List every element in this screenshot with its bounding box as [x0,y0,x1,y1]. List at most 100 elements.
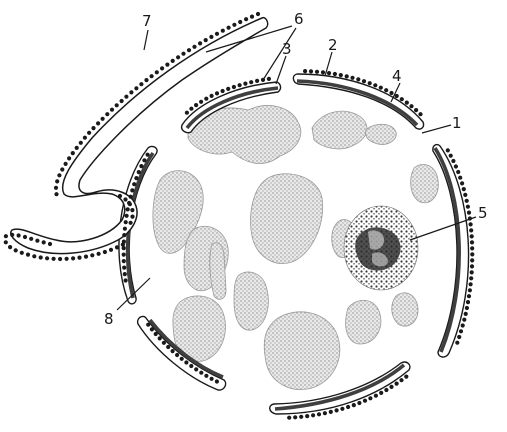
ribosome [180,357,184,361]
ribosome [129,195,133,199]
ribosome [122,240,126,244]
ribosome [90,253,94,257]
ribosome [303,69,307,73]
ribosome [8,245,12,249]
ribosome [122,259,126,263]
ribosome [175,353,179,357]
ribosome [150,74,154,78]
ribosome [39,255,43,259]
ribosome [189,107,193,111]
ribosome [77,256,81,260]
ribosome [14,248,18,252]
ribosome [395,94,399,98]
ribosome [470,240,474,244]
ribosome [454,164,458,168]
ribosome [287,416,291,420]
chromatin-clump [346,300,381,344]
ribosome [20,251,24,255]
ribosome [221,29,225,33]
ribosome [362,79,366,83]
ribosome [356,77,360,81]
ribosome [124,278,128,282]
nucleolus [344,206,418,290]
chromatin-clump [366,124,397,144]
chromatin-clump [234,272,268,330]
ribosome [120,99,124,103]
ribosome [446,148,450,152]
ribosome [299,415,303,419]
label-3: 3 [282,40,292,58]
ribosome [115,103,119,107]
ribosome [470,252,474,256]
label-7: 7 [142,12,152,30]
ribosome [244,17,248,21]
ribosome [4,234,8,238]
ribosome [238,20,242,24]
leader-7 [144,30,148,50]
label-5: 5 [478,204,488,222]
ribosome [122,253,126,257]
ribosome [368,81,372,85]
ribosome [335,408,339,412]
ribosome [470,234,474,238]
ribosome [124,95,128,99]
ribosome [267,77,271,81]
ribosome [232,23,236,27]
ribosome [449,154,453,158]
ribosome [469,282,473,286]
ribosome [389,385,393,389]
ribosome [48,242,52,246]
ribosome [374,394,378,398]
ribosome [329,410,333,414]
ribosome [123,227,127,231]
ribosome [109,248,113,252]
ribosome [321,70,325,74]
ribosome [466,300,470,304]
ribosome [226,87,230,91]
ribosome [340,407,344,411]
chromatin-clump [312,111,367,149]
ribosome [134,176,138,180]
ribosome [373,83,377,87]
ribosome [67,156,71,160]
ribosome [32,254,36,258]
ribosome [323,411,327,415]
ribosome [404,375,408,379]
ribosome [142,158,146,162]
chromatin-clump [411,164,439,202]
leader-1 [422,125,451,133]
ribosome [181,52,185,56]
ribosome [55,179,59,183]
ribosome [52,257,56,261]
label-4: 4 [392,67,402,85]
ribosome [249,80,253,84]
ribosome [54,192,58,196]
ribosome [350,76,354,80]
ribosome [10,233,14,237]
ribosome [357,401,361,405]
ribosome [110,108,114,112]
ribosome [165,63,169,67]
ribosome [315,70,319,74]
ribosome [215,32,219,36]
ribosome [132,182,136,186]
ribosome [96,121,100,125]
ribosome [130,208,134,212]
ribosome [124,220,128,224]
ribosome [399,378,403,382]
ribosome [125,214,129,218]
ribosome [311,413,315,417]
ribosome [160,66,164,70]
ribosome [209,35,213,39]
ribosome [122,246,126,250]
ribosome [199,100,203,104]
ribosome [462,187,466,191]
label-2: 2 [328,36,338,54]
ribosome [333,72,337,76]
ribosome [171,59,175,63]
ribosome [127,201,131,205]
ribosome [232,85,236,89]
ribosome [105,112,109,116]
ribosome [451,159,455,163]
